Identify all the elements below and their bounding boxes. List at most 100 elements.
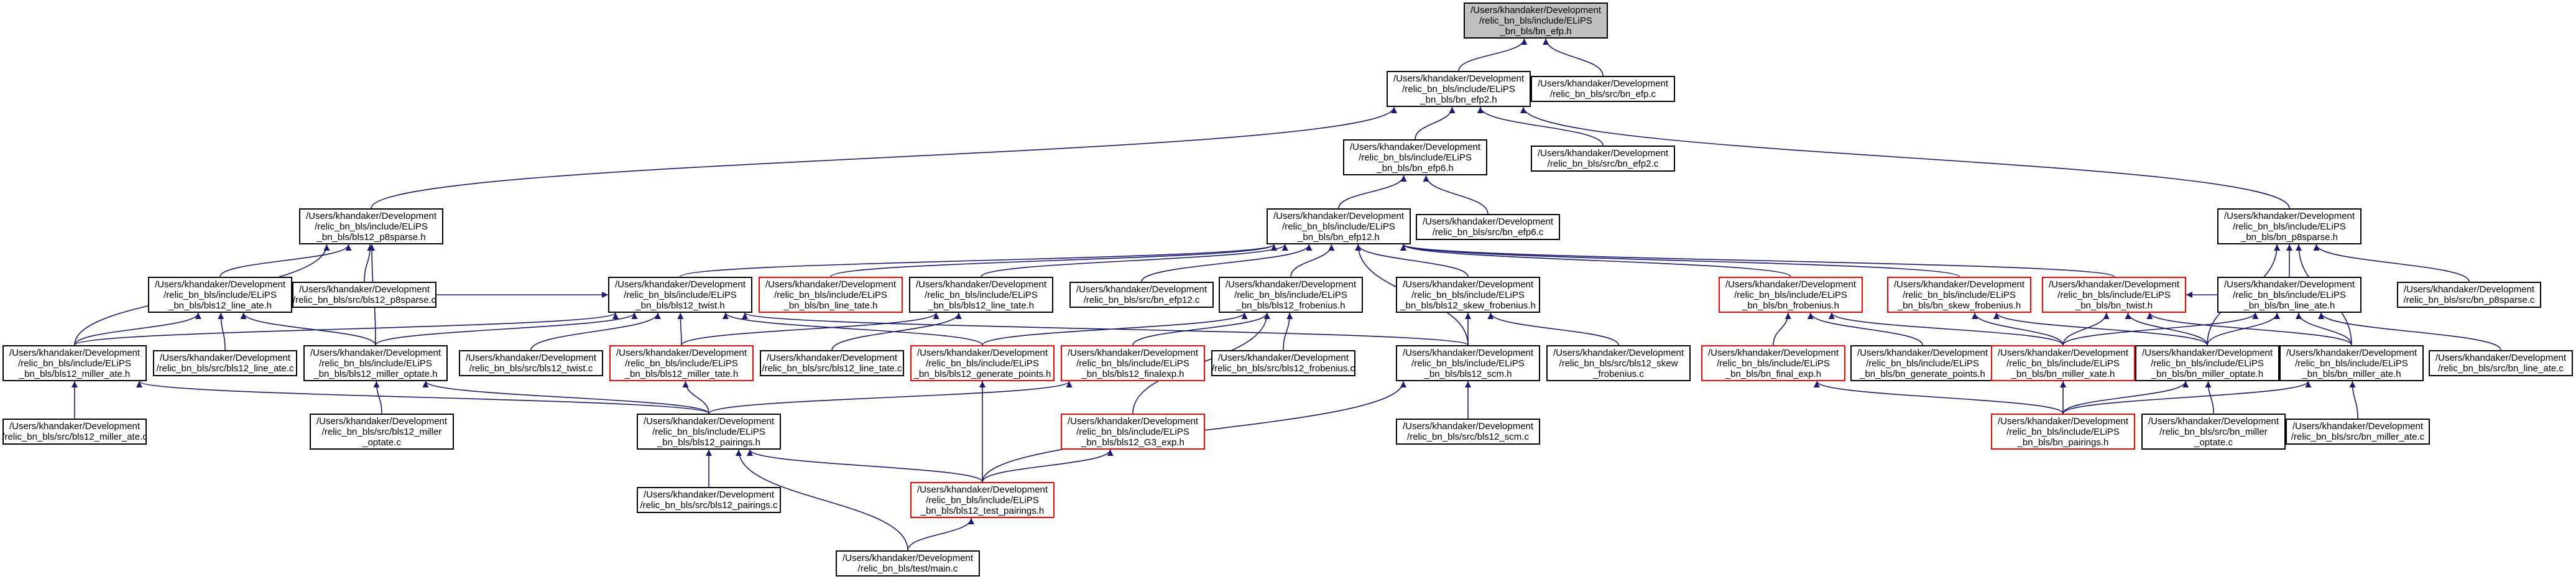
edge-bls12_line_ate_h-to-bls12_p8sparse_h (219, 244, 352, 277)
edge-bn_frobenius_h-to-bn_efp12_h (1400, 244, 1791, 277)
node-label: /Users/khandaker/Development /relic_bn_b… (762, 353, 902, 374)
edge-bls12_miller_ate_h-to-bls12_twist_h (74, 312, 619, 346)
node-bn-efp2-c[interactable]: /Users/khandaker/Development /relic_bn_b… (1531, 146, 1675, 172)
node-bls12-line-ate-c[interactable]: /Users/khandaker/Development /relic_bn_b… (153, 350, 297, 376)
node-bn-line-ate-h[interactable]: /Users/khandaker/Development /relic_bn_b… (2217, 277, 2361, 313)
node-bls12-finalexp-h[interactable]: /Users/khandaker/Development /relic_bn_b… (1061, 345, 1205, 381)
node-bn-efp12-c[interactable]: /Users/khandaker/Development /relic_bn_b… (1069, 282, 1214, 308)
node-bn-line-ate-c[interactable]: /Users/khandaker/Development /relic_bn_b… (2429, 350, 2573, 376)
node-label: /Users/khandaker/Development /relic_bn_b… (154, 279, 286, 311)
node-bls12-skew-frobenius-h[interactable]: /Users/khandaker/Development /relic_bn_b… (1396, 277, 1540, 313)
node-label: /Users/khandaker/Development /relic_bn_b… (765, 279, 897, 311)
node-label: /Users/khandaker/Development /relic_bn_b… (1537, 78, 1669, 100)
node-bls12-scm-c[interactable]: /Users/khandaker/Development /relic_bn_b… (1396, 419, 1540, 445)
node-bls12-test-pairings-h[interactable]: /Users/khandaker/Development /relic_bn_b… (910, 482, 1055, 518)
edge-testmain_c-to-bls12_test_pairings_h (907, 517, 974, 551)
node-bn-pairings-h[interactable]: /Users/khandaker/Development /relic_bn_b… (1991, 414, 2135, 450)
node-label: /Users/khandaker/Development /relic_bn_b… (1725, 279, 1857, 311)
node-bls12-p8sparse-c[interactable]: /Users/khandaker/Development /relic_bn_b… (292, 282, 436, 308)
node-bn-miller-optate-h[interactable]: /Users/khandaker/Development /relic_bn_b… (2135, 345, 2279, 381)
node-bn-efp-h[interactable]: /Users/khandaker/Development /relic_bn_b… (1464, 2, 1608, 39)
node-label: /Users/khandaker/Development /relic_bn_b… (1422, 216, 1554, 238)
node-bn-efp6-h[interactable]: /Users/khandaker/Development /relic_bn_b… (1343, 139, 1487, 175)
edge-bls12_test_pairings_h-to-bls12_pairings_h (747, 449, 983, 483)
node-label: /Users/khandaker/Development /relic_bn_b… (1707, 347, 1839, 379)
node-bls12-miller-optate-c[interactable]: /Users/khandaker/Development /relic_bn_b… (310, 414, 454, 450)
edge-bls12_frobenius_c-to-bls12_frobenius_h (1283, 312, 1293, 351)
node-bls12-pairings-h[interactable]: /Users/khandaker/Development /relic_bn_b… (637, 414, 781, 450)
edge-bls12_generate_points_h-to-bls12_frobenius_h (982, 312, 1248, 346)
node-label: /Users/khandaker/Development /relic_bn_b… (1067, 347, 1199, 379)
node-bls12-miller-tate-h[interactable]: /Users/khandaker/Development /relic_bn_b… (609, 345, 754, 381)
edge-bn_miller_ate_h-to-bn_line_ate_h (2296, 312, 2352, 346)
node-bn-skew-frobenius-h[interactable]: /Users/khandaker/Development /relic_bn_b… (1887, 277, 2031, 313)
node-label: /Users/khandaker/Development /relic_bn_b… (305, 210, 437, 243)
node-label: /Users/khandaker/Development /relic_bn_b… (915, 279, 1047, 311)
edge-bn_miller_xate_h-to-bn_twist_h (2062, 312, 2110, 346)
node-bls12-line-tate-c[interactable]: /Users/khandaker/Development /relic_bn_b… (760, 350, 904, 376)
edge-bn_efp6_h-to-bn_efp2_h (1415, 106, 1456, 140)
node-bls12-scm-h[interactable]: /Users/khandaker/Development /relic_bn_b… (1396, 345, 1540, 381)
node-label: /Users/khandaker/Development /relic_bn_b… (1393, 73, 1525, 105)
node-bn-efp12-h[interactable]: /Users/khandaker/Development /relic_bn_b… (1267, 208, 1411, 244)
edge-bn_efp12_c-to-bn_efp12_h (1141, 244, 1313, 282)
node-bn-efp2-h[interactable]: /Users/khandaker/Development /relic_bn_b… (1387, 71, 1531, 107)
edge-bn_efp6_c-to-bn_efp6_h (1423, 175, 1489, 215)
node-bls12-line-tate-h[interactable]: /Users/khandaker/Development /relic_bn_b… (909, 277, 1053, 313)
edge-bls12_miller_optate_h-to-bls12_line_ate_h (240, 312, 376, 346)
edge-bn_miller_optate_c-to-bn_miller_optate_h (2205, 381, 2214, 414)
node-bls12-line-ate-h[interactable]: /Users/khandaker/Development /relic_bn_b… (148, 277, 292, 313)
node-bls12-p8sparse-h[interactable]: /Users/khandaker/Development /relic_bn_b… (299, 208, 443, 244)
node-label: /Users/khandaker/Development /relic_bn_b… (1076, 284, 1207, 305)
node-label: /Users/khandaker/Development /relic_bn_b… (2403, 284, 2535, 305)
node-bls12-frobenius-h[interactable]: /Users/khandaker/Development /relic_bn_b… (1219, 277, 1363, 313)
node-bn-miller-optate-c[interactable]: /Users/khandaker/Development /relic_bn_b… (2141, 414, 2286, 450)
node-bn-efp6-c[interactable]: /Users/khandaker/Development /relic_bn_b… (1416, 214, 1560, 240)
node-bn-line-tate-h[interactable]: /Users/khandaker/Development /relic_bn_b… (759, 277, 903, 313)
node-bls12-miller-ate-c[interactable]: /Users/khandaker/Development /relic_bn_b… (2, 419, 147, 445)
node-bls12-generate-points-h[interactable]: /Users/khandaker/Development /relic_bn_b… (910, 345, 1055, 381)
node-label: /Users/khandaker/Development /relic_bn_b… (2048, 279, 2180, 311)
node-bn-generate-points-h[interactable]: /Users/khandaker/Development /relic_bn_b… (1850, 345, 1995, 381)
node-bn-miller-ate-c[interactable]: /Users/khandaker/Development /relic_bn_b… (2286, 419, 2430, 445)
edge-bn_efp2_c-to-bn_efp2_h (1477, 106, 1604, 146)
edge-bls12_pairings_h-to-bls12_finalexp_h (708, 381, 1073, 414)
edge-bn_pairings_h-to-bn_miller_optate_h (2062, 381, 2189, 414)
edge-bn_line_ate_c-to-bn_line_ate_h (2318, 312, 2501, 351)
node-label: /Users/khandaker/Development /relic_bn_b… (842, 553, 974, 574)
edge-bn_miller_xate_h-to-bn_skew_frobenius_h (1972, 312, 2064, 346)
edge-bn_twist_h-to-bn_efp12_h (1400, 244, 2115, 277)
node-bn-twist-h[interactable]: /Users/khandaker/Development /relic_bn_b… (2042, 277, 2186, 313)
node-bn-miller-ate-h[interactable]: /Users/khandaker/Development /relic_bn_b… (2279, 345, 2424, 381)
node-bn-p8sparse-h[interactable]: /Users/khandaker/Development /relic_bn_b… (2217, 208, 2361, 244)
node-label: /Users/khandaker/Development /relic_bn_b… (310, 347, 441, 379)
node-bls12-skew-frobenius-c[interactable]: /Users/khandaker/Development /relic_bn_b… (1546, 345, 1691, 381)
edge-bn_miller_optate_h-to-bn_skew_frobenius_h (1993, 312, 2208, 346)
node-label: /Users/khandaker/Development /relic_bn_b… (1997, 347, 2129, 379)
edge-bls12_skew_frobenius_c-to-bls12_skew_frobenius_h (1487, 312, 1619, 346)
edge-bls12_skew_frobenius_h-to-bn_efp12_h (1355, 244, 1469, 277)
node-bn-p8sparse-c[interactable]: /Users/khandaker/Development /relic_bn_b… (2397, 282, 2541, 308)
node-bn-miller-xate-h[interactable]: /Users/khandaker/Development /relic_bn_b… (1991, 345, 2135, 381)
node-test-main-c[interactable]: /Users/khandaker/Development /relic_bn_b… (836, 550, 980, 577)
node-bls12-twist-h[interactable]: /Users/khandaker/Development /relic_bn_b… (608, 277, 752, 313)
edge-bls12_line_ate_c-to-bls12_line_ate_h (218, 312, 226, 351)
node-bls12-pairings-c[interactable]: /Users/khandaker/Development /relic_bn_b… (637, 487, 781, 513)
node-label: /Users/khandaker/Development /relic_bn_b… (1225, 279, 1357, 311)
edge-bls12_twist_c-to-bls12_twist_h (530, 312, 661, 351)
edge-bls12_p8sparse_h-to-bn_efp2_h (371, 106, 1397, 209)
edge-bn_line_tate_h-to-bn_efp12_h (830, 244, 1277, 277)
node-bls12-frobenius-c[interactable]: /Users/khandaker/Development /relic_bn_b… (1211, 350, 1355, 376)
edge-bls12_twist_h-to-bn_efp12_h (680, 244, 1277, 277)
node-bn-frobenius-h[interactable]: /Users/khandaker/Development /relic_bn_b… (1719, 277, 1863, 313)
node-bls12-g3-exp-h[interactable]: /Users/khandaker/Development /relic_bn_b… (1061, 414, 1205, 450)
node-label: /Users/khandaker/Development /relic_bn_b… (2223, 279, 2355, 311)
edge-bls12_miller_tate_h-to-bls12_line_tate_h (681, 312, 939, 346)
node-bn-efp-c[interactable]: /Users/khandaker/Development /relic_bn_b… (1531, 76, 1675, 102)
edge-bls12_miller_tate_h-to-bls12_twist_h (677, 312, 684, 346)
edge-bn_pairings_h-to-bn_miller_ate_h (2062, 381, 2312, 414)
node-bls12-twist-c[interactable]: /Users/khandaker/Development /relic_bn_b… (459, 350, 603, 376)
node-bls12-miller-optate-h[interactable]: /Users/khandaker/Development /relic_bn_b… (303, 345, 448, 381)
node-bn-final-exp-h[interactable]: /Users/khandaker/Development /relic_bn_b… (1701, 345, 1845, 381)
node-bls12-miller-ate-h[interactable]: /Users/khandaker/Development /relic_bn_b… (2, 345, 147, 381)
